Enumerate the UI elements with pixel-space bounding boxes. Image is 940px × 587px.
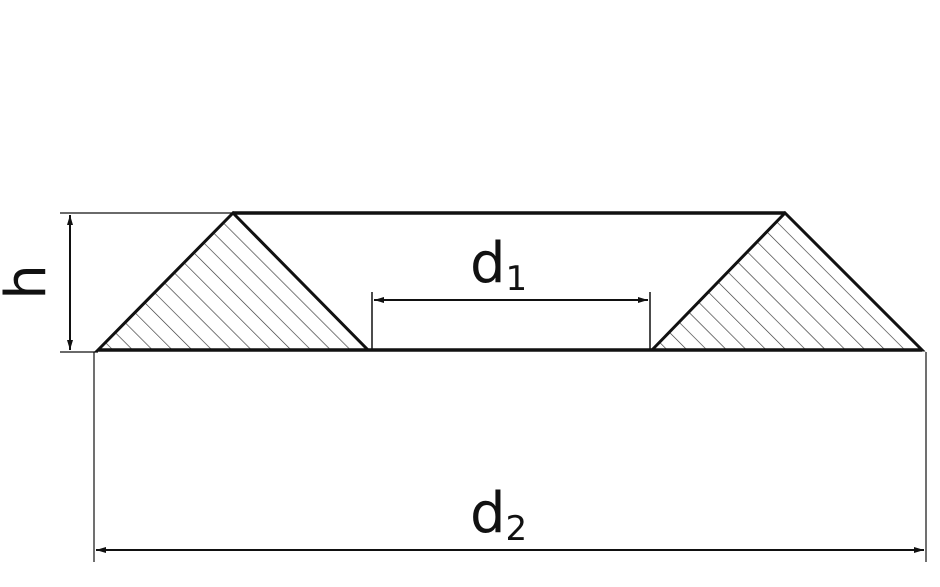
- left-cross-section: [94, 210, 372, 352]
- right-cross-section: [648, 210, 926, 352]
- d1-label: d1: [470, 231, 527, 299]
- h-label: h: [0, 264, 59, 300]
- d2-label: d2: [470, 481, 527, 549]
